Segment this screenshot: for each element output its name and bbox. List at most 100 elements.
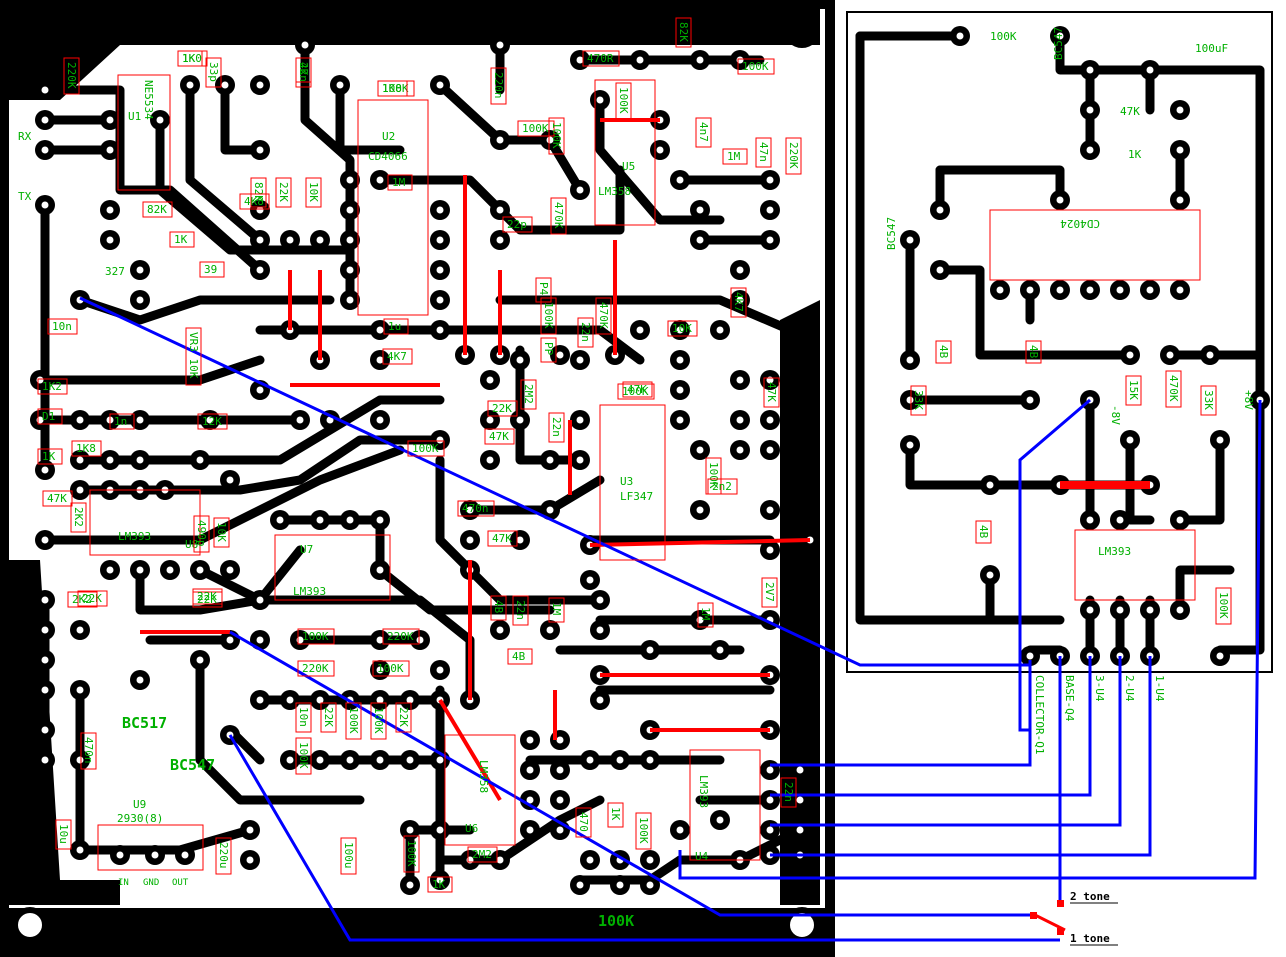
component-value: 33K [1202,390,1215,410]
component: 39 [199,261,225,278]
u4-label: U4 [695,850,709,863]
pad-hole [106,116,114,124]
component-value: 1K [609,807,622,821]
pin-tx: TX [18,190,32,203]
pad-hole [576,416,584,424]
switch-option-1-tone[interactable]: 1 tone [1070,932,1110,945]
component: 470n [457,500,495,517]
component-outline [395,702,412,733]
component-outline [695,117,712,148]
switch-option-2-tone[interactable]: 2 tone [1070,890,1110,903]
pad-hole [436,756,444,764]
u1-part: NE5534 [142,80,155,120]
pad-hole [496,206,504,214]
component-value: 22K [197,590,217,603]
component: 22n [295,57,312,88]
pin-rx: RX [18,130,32,143]
component-outline [67,591,98,608]
pad-hole [256,596,264,604]
component-outline [1200,385,1217,416]
pad-hole [696,236,704,244]
component-outline [370,702,387,740]
component-value: 22p [507,218,527,231]
pad-hole [256,206,264,214]
component-value: PP [542,342,555,356]
pad-hole [986,571,994,579]
component-outline [935,340,952,364]
pad-hole [316,756,324,764]
component: 4K7 [730,287,747,318]
component-value: 22K [197,593,217,606]
component: 82K [142,201,173,218]
component-outline [142,201,173,218]
component-value: 1K [42,450,56,463]
pad-hole [1126,436,1134,444]
pad-hole [1056,196,1064,204]
component-value: 4K8 [244,195,264,208]
component: VR3 10K [185,327,202,386]
pad-hole [76,756,84,764]
pad-hole [956,32,964,40]
component-value: 100K [542,302,555,329]
component: 490p [193,515,210,553]
pad-hole [196,456,204,464]
component-outline [622,381,653,398]
pad-hole [1026,286,1034,294]
pad-hole [516,356,524,364]
component-value: 47K [627,383,647,396]
component-outline [595,297,612,335]
pad-hole [406,826,414,834]
component-value: 100K [405,840,418,867]
component-value: 1K0 [182,52,202,65]
component-outline [192,588,223,605]
component-value: 1K [174,233,188,246]
component-value: 47K [489,430,509,443]
component-value: 22K [277,182,290,202]
component-outline [377,80,408,97]
pad-hole [616,881,624,889]
pad-hole [1176,196,1184,204]
pad-hole [376,756,384,764]
component: 22n [780,777,797,808]
pad-hole [996,286,1004,294]
pad-hole [276,516,284,524]
pin-out: OUT [172,878,189,888]
tone-switch[interactable]: 2 tone 1 tone [1030,890,1118,946]
component: 10K [213,517,230,548]
pad-hole [436,236,444,244]
pad-hole [1176,606,1184,614]
pad-hole [716,816,724,824]
component-outline [617,383,655,400]
pad-hole [76,416,84,424]
pad-hole [41,146,49,154]
pad-hole [436,206,444,214]
pad-hole [676,416,684,424]
pad-hole [436,666,444,674]
pad-hole [106,206,114,214]
pad-hole [1176,286,1184,294]
component-outline [487,530,518,547]
pad-hole [316,696,324,704]
pad-hole [76,486,84,494]
component-outline [382,348,413,365]
u2-label: U2 [382,130,395,143]
component: 100K [297,628,335,645]
component: 100u [340,837,357,875]
component-outline [635,812,652,850]
component: 1K8 [377,80,408,97]
component-value: 100K [377,662,404,675]
pad-hole [1056,286,1064,294]
pad-hole [116,851,124,859]
component: 4B [507,648,533,665]
daughter-labels: CD4024 LM393 BC547 BC547 100K 100uF 47K … [885,27,1255,558]
pad-hole [696,206,704,214]
pad-hole [586,756,594,764]
component: 10K [667,320,698,337]
component-value: 100K [1217,592,1230,619]
label-plus-8v: +8V [1242,390,1255,410]
component-value: 100K [637,817,650,844]
component-outline [1125,375,1142,406]
pad-hole [296,416,304,424]
pad-hole [736,416,744,424]
